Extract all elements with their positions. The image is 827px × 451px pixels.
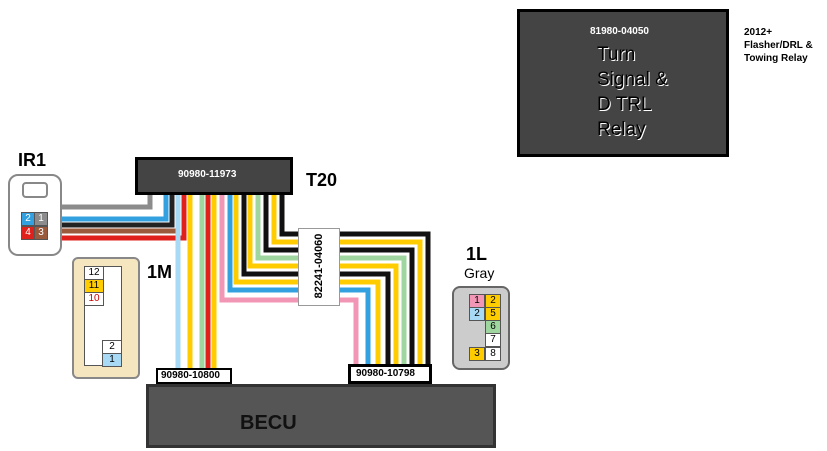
wire-black bbox=[60, 195, 175, 228]
becu-left-wires bbox=[175, 195, 217, 372]
harness-part-number: 82241-04060 bbox=[313, 233, 325, 299]
becu-label: BECU bbox=[240, 412, 297, 434]
l1-pin-8: 8 bbox=[485, 347, 501, 361]
l1-pin-2: 2 bbox=[469, 307, 485, 321]
l1-pin-6: 6 bbox=[485, 320, 501, 334]
t20-part-number: 90980-11973 bbox=[178, 169, 237, 180]
relay-name-line-2: Signal & bbox=[597, 69, 668, 90]
ir1-wires bbox=[60, 195, 187, 241]
l1-pin-2-top: 2 bbox=[485, 294, 501, 308]
l1-pin-3: 3 bbox=[469, 347, 485, 361]
ir1-pin-1: 1 bbox=[34, 212, 48, 226]
becu-left-part-number: 90980-10800 bbox=[161, 370, 220, 381]
relay-box bbox=[517, 9, 729, 157]
ir1-latch bbox=[22, 182, 48, 198]
l1-label: 1L bbox=[466, 244, 488, 264]
ir1-label: IR1 bbox=[18, 150, 47, 170]
side-note-line-2: Flasher/DRL & bbox=[744, 40, 813, 51]
m1-pin-2: 2 bbox=[102, 340, 122, 354]
wire-blue bbox=[60, 195, 169, 222]
ir1-pin-2: 2 bbox=[21, 212, 35, 226]
ir1-pin-4: 4 bbox=[21, 226, 35, 240]
l1-sublabel: Gray bbox=[464, 265, 495, 281]
harness-label-box bbox=[298, 228, 340, 306]
l1-pin-5: 5 bbox=[485, 307, 501, 321]
m1-pin-11: 11 bbox=[84, 279, 104, 293]
m1-pin-1: 1 bbox=[102, 353, 122, 367]
t20-connector bbox=[135, 157, 293, 195]
wire-gray bbox=[60, 195, 153, 210]
relay-part-number: 81980-04050 bbox=[590, 26, 649, 37]
m1-pin-12: 12 bbox=[84, 266, 104, 280]
l1-pin-7: 7 bbox=[485, 333, 501, 347]
relay-name: Turn Signal & D TRL Relay bbox=[597, 42, 668, 142]
ir1-pin-3: 3 bbox=[34, 226, 48, 240]
side-note-line-3: Towing Relay bbox=[744, 53, 808, 64]
becu-connector-right bbox=[348, 364, 432, 384]
relay-name-line-3: D TRL bbox=[597, 94, 652, 115]
becu-box bbox=[146, 384, 496, 448]
relay-side-note: 2012+ Flasher/DRL & Towing Relay bbox=[744, 26, 813, 65]
relay-name-line-1: Turn bbox=[597, 44, 636, 65]
m1-label: 1M bbox=[147, 262, 173, 282]
relay-name-line-4: Relay bbox=[597, 119, 646, 140]
side-note-line-1: 2012+ bbox=[744, 27, 773, 38]
wire-white bbox=[60, 195, 163, 216]
l1-pin-1: 1 bbox=[469, 294, 485, 308]
m1-pin-10: 10 bbox=[84, 292, 104, 306]
t20-label: T20 bbox=[306, 170, 338, 190]
wire-red bbox=[60, 195, 187, 241]
becu-right-part-number: 90980-10798 bbox=[356, 368, 415, 379]
becu-connector-left bbox=[156, 368, 232, 384]
